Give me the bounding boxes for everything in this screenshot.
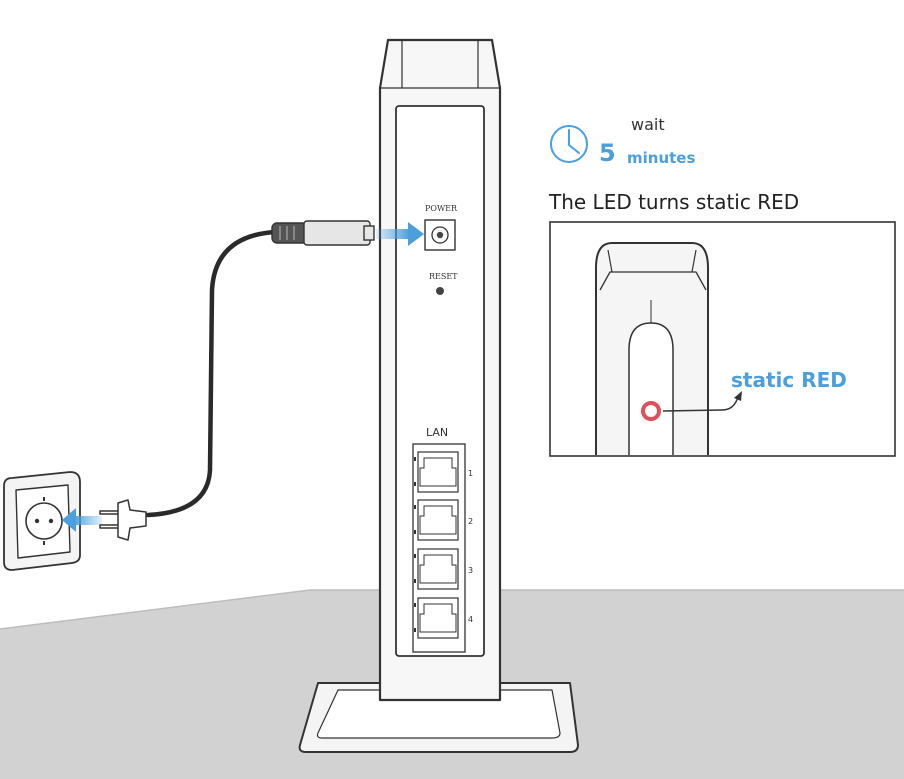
wall-outlet [3, 471, 81, 571]
power-cable [145, 229, 278, 518]
power-port [424, 219, 456, 251]
led-caption: The LED turns static RED [549, 190, 800, 214]
lan-port-2 [417, 499, 459, 541]
led-status-label: static RED [731, 368, 847, 392]
lan-port-group [412, 443, 466, 653]
lan-label: LAN [426, 426, 449, 439]
ac-plug [99, 499, 147, 541]
led-pointer [662, 391, 742, 412]
lan-port-4 [417, 597, 459, 639]
lan-port-number: 2 [468, 517, 474, 526]
lan-port-number: 4 [468, 615, 474, 624]
power-label: POWER [425, 204, 458, 213]
arrow-right-icon [376, 222, 424, 246]
lan-port-3 [417, 548, 459, 590]
clock-icon [550, 125, 588, 163]
arrow-left-icon [62, 508, 102, 532]
red-led [641, 401, 661, 421]
wait-unit: minutes [627, 149, 696, 167]
wait-label: wait [631, 115, 665, 134]
reset-button [436, 287, 444, 295]
router-stand [298, 682, 579, 753]
reset-label: RESET [429, 272, 458, 281]
lan-port-1 [417, 451, 459, 493]
lan-port-number: 3 [468, 566, 474, 575]
lan-port-number: 1 [468, 469, 474, 478]
wait-number: 5 [599, 139, 616, 167]
dc-plug [271, 220, 375, 246]
led-detail-panel [549, 221, 896, 457]
